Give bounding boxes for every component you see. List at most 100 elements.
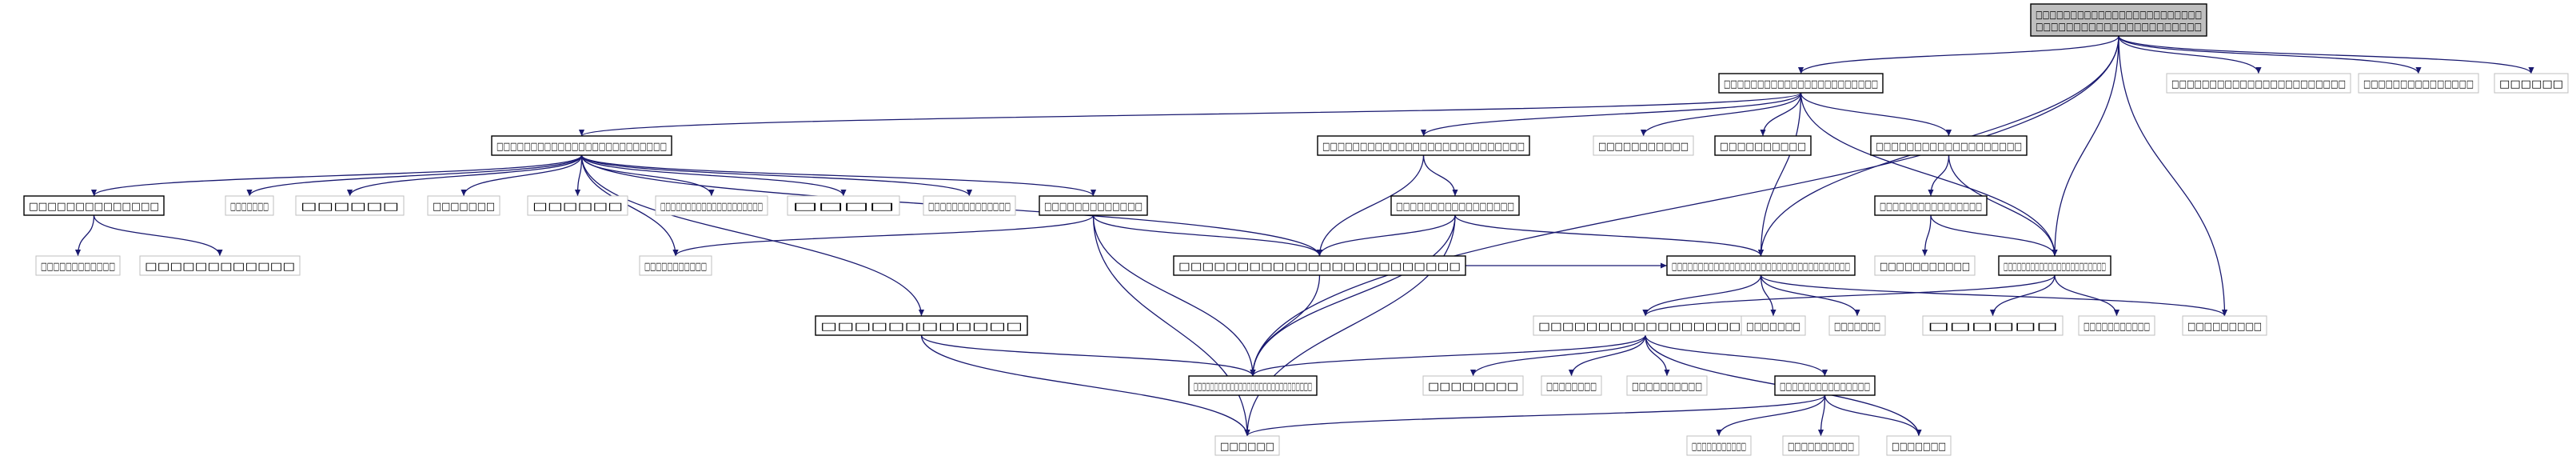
graph-node-n21[interactable]: □□□□□□□□□□□□□□□□□□□□□□□: [1998, 255, 2111, 276]
edge-n5-to-n31: [246, 154, 583, 197]
edge-n1-to-n8: [1760, 92, 1802, 137]
node-box-n33: [427, 195, 500, 216]
graph-node-n32[interactable]: □□□□□□: [295, 195, 405, 216]
graph-node-n1[interactable]: □□□□□□□□□□□□□□□□□□□□□□□: [1718, 73, 1884, 94]
graph-node-n3[interactable]: □□□□□□□□□□□□□□□: [2358, 73, 2479, 94]
node-label-n40: □□□□□□□□□□□□: [41, 261, 115, 273]
node-box-n2: [2166, 73, 2351, 94]
graph-node-n5[interactable]: □□□□□□□□□□□□□□□□□□□□□□□□□: [491, 135, 672, 156]
graph-node-n44[interactable]: □□□□□□: [1214, 435, 1280, 456]
graph-node-n40[interactable]: □□□□□□□□□□□□: [35, 255, 121, 276]
edge-n11-to-n40: [74, 214, 95, 257]
graph-node-n45[interactable]: □□□□□□□□□□: [1782, 435, 1860, 456]
node-box-n22: [2182, 315, 2267, 336]
graph-node-n11[interactable]: □□□□□□□□□□□□□□: [23, 195, 165, 216]
node-box-n9: [1870, 135, 2028, 156]
graph-node-n24[interactable]: □□□□□□□□□□□□□□□□□□□□□□□□□□□□□: [1188, 375, 1318, 396]
graph-node-n29[interactable]: □□□□□□□□□□: [1626, 375, 1708, 396]
graph-node-n26[interactable]: □□□□□□□□□□□: [2078, 315, 2155, 336]
node-label-n27: □□□□□□□□: [1428, 381, 1518, 393]
edge-n11-to-n41: [93, 214, 223, 257]
edge-n5-to-n33: [461, 154, 583, 197]
edge-n10-to-n15: [1454, 214, 1765, 257]
edge-n15-to-n18: [1760, 274, 1860, 317]
edge-n21-to-n26: [2054, 274, 2120, 317]
edge-n0-to-n3: [2118, 35, 2422, 74]
node-label-n7: □□□□□□□□□□□: [1598, 141, 1689, 153]
graph-node-n10[interactable]: □□□□□□□□□□□□□□□□□: [1390, 195, 1520, 216]
graph-node-n2[interactable]: □□□□□□□□□□□□□□□□□□□□□□□: [2166, 73, 2351, 94]
node-box-n40: [35, 255, 121, 276]
graph-node-n35[interactable]: □□□□□□□□□□□□□□□□□□□□: [655, 195, 768, 216]
graph-node-n41[interactable]: □□□□□□□□□□□□: [139, 255, 301, 276]
graph-node-n0[interactable]: □□□□□□□□□□□□□□□□□□□□□□□□□□□□□□□□□□□□□□□□…: [2030, 3, 2207, 37]
node-box-n6: [1317, 135, 1530, 156]
graph-node-n12[interactable]: □□□□□□□□□□□: [639, 255, 712, 276]
node-label-n47: □□□□□□□: [1892, 441, 1946, 453]
graph-node-n17[interactable]: □□□□□□□: [1741, 315, 1806, 336]
edge-n5-to-n35: [580, 154, 715, 197]
node-box-n18: [1828, 315, 1886, 336]
graph-node-n22[interactable]: □□□□□□□□□: [2182, 315, 2267, 336]
graph-node-n31[interactable]: □□□□□□□: [225, 195, 274, 216]
edge-n5-to-n37: [580, 154, 973, 197]
node-label-n12: □□□□□□□□□□□: [644, 261, 707, 273]
graph-node-n27[interactable]: □□□□□□□□: [1422, 375, 1524, 396]
node-label-n1: □□□□□□□□□□□□□□□□□□□□□□□: [1724, 78, 1878, 90]
edge-n5-to-n11: [91, 154, 583, 197]
graph-node-n36[interactable]: □□□□: [787, 195, 900, 216]
graph-node-n6[interactable]: □□□□□□□□□□□□□□□□□□□□□□□□□□□: [1317, 135, 1530, 156]
edge-n21-to-n23: [1989, 274, 2056, 317]
edge-n25-to-n46: [1716, 394, 1826, 437]
graph-node-n37[interactable]: □□□□□□□□□□□□□□: [923, 195, 1016, 216]
node-box-n47: [1886, 435, 1952, 456]
node-label-n41: □□□□□□□□□□□□: [145, 261, 295, 273]
graph-node-n20[interactable]: □□□□□□□□□□□: [1874, 255, 1976, 276]
graph-node-n4[interactable]: □□□□□□: [2494, 73, 2569, 94]
node-box-n41: [139, 255, 301, 276]
node-label-n29: □□□□□□□□□□: [1632, 381, 1702, 393]
graph-node-n34[interactable]: □□□□□□: [527, 195, 628, 216]
edge-n10-to-n44: [1244, 214, 1456, 437]
edge-n10-to-n24: [1250, 214, 1456, 377]
graph-node-n19[interactable]: □□□□□□□□□□□□□□□□: [1874, 195, 1988, 216]
graph-node-n47[interactable]: □□□□□□□: [1886, 435, 1952, 456]
graph-node-n8[interactable]: □□□□□□□□□□: [1714, 135, 1812, 156]
node-box-n31: [225, 195, 274, 216]
graph-node-n15[interactable]: □□□□□□□□□□□□□□□□□□□□□□□□□□□□□□□□□□: [1666, 255, 1856, 276]
node-label-n6: □□□□□□□□□□□□□□□□□□□□□□□□□□□: [1322, 141, 1525, 153]
graph-node-n18[interactable]: □□□□□□□: [1828, 315, 1886, 336]
edge-n0-to-n2: [2118, 35, 2262, 74]
edge-n10-to-n14: [1316, 214, 1456, 257]
node-box-n37: [923, 195, 1016, 216]
graph-node-n46[interactable]: □□□□□□□□□□□: [1686, 435, 1752, 456]
node-label-n44: □□□□□□: [1220, 441, 1274, 453]
node-box-n13: [1039, 195, 1148, 216]
graph-node-n9[interactable]: □□□□□□□□□□□□□□□□□□□: [1870, 135, 2028, 156]
node-box-n21: [1998, 255, 2111, 276]
graph-node-n16[interactable]: □□□□□□□□□□□□□□□□□□: [1533, 315, 1758, 336]
node-box-n23: [1922, 315, 2064, 336]
edge-n0-to-n1: [1797, 35, 2119, 74]
node-label-n20: □□□□□□□□□□□: [1880, 261, 1970, 273]
edge-n1-to-n7: [1640, 92, 1802, 137]
node-label-n33: □□□□□□□: [433, 201, 495, 213]
graph-node-n13[interactable]: □□□□□□□□□□□□□: [1039, 195, 1148, 216]
node-box-n45: [1782, 435, 1860, 456]
node-layer: □□□□□□□□□□□□□□□□□□□□□□□□□□□□□□□□□□□□□□□□…: [23, 3, 2569, 456]
graph-node-n14[interactable]: □□□□□□□□□□□□□□□□□□□□□□□□: [1173, 255, 1466, 276]
graph-node-n28[interactable]: □□□□□□□□: [1541, 375, 1602, 396]
node-label-n0: □□□□□□□□□□□□□□□□□□□□□□□□: [2036, 10, 2202, 22]
edge-n9-to-n21: [1948, 154, 2058, 257]
edge-n13-to-n24: [1092, 214, 1256, 377]
graph-node-n30[interactable]: □□□□□□□□□□□□: [815, 315, 1028, 336]
node-label-n18: □□□□□□□: [1834, 321, 1880, 333]
edge-n1-to-n6: [1420, 92, 1802, 137]
node-label-n17: □□□□□□□: [1746, 321, 1800, 333]
graph-node-n7[interactable]: □□□□□□□□□□□: [1593, 135, 1694, 156]
graph-node-n33[interactable]: □□□□□□□: [427, 195, 500, 216]
graph-node-n25[interactable]: □□□□□□□□□□□□□□□: [1774, 375, 1876, 396]
node-box-n46: [1686, 435, 1752, 456]
graph-node-n23[interactable]: □□□□□□: [1922, 315, 2064, 336]
node-label-n15: □□□□□□□□□□□□□□□□□□□□□□□□□□□□□□□□□□: [1672, 261, 1850, 273]
